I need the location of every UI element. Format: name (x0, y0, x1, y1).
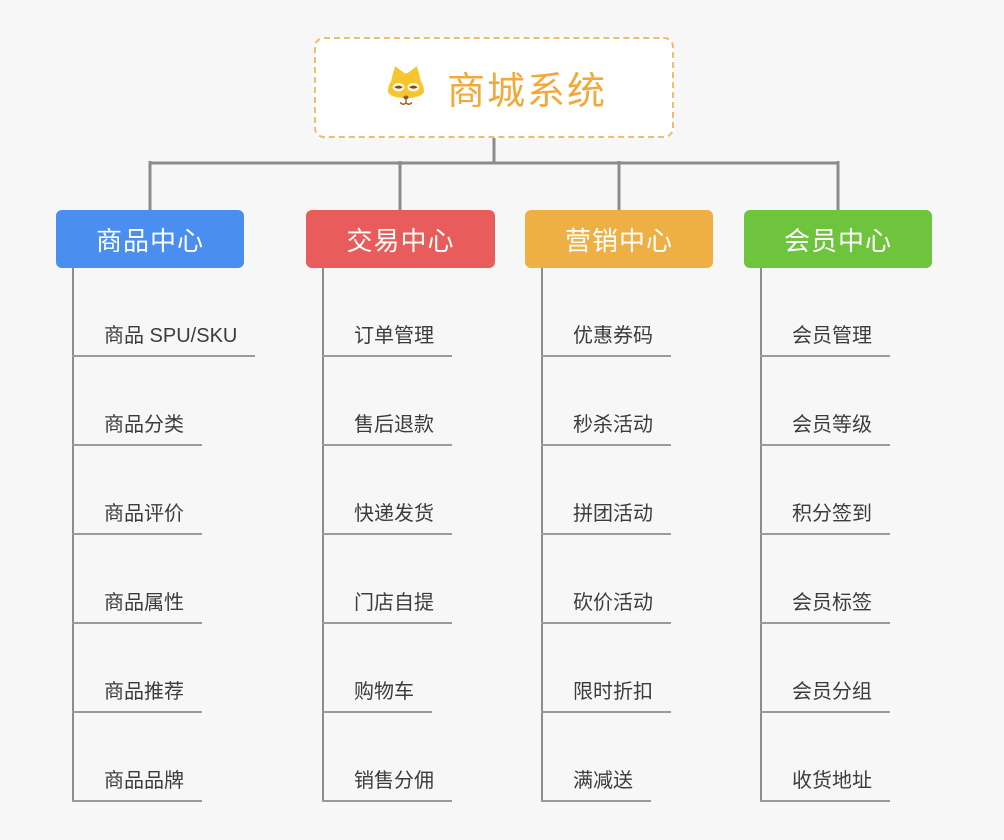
leaf-label: 门店自提 (322, 586, 452, 624)
leaf-node[interactable]: 砍价活动 (541, 535, 713, 624)
leaf-node[interactable]: 订单管理 (322, 268, 495, 357)
branch-label: 营销中心 (564, 225, 673, 256)
leaf-node[interactable]: 购物车 (322, 624, 495, 713)
leaf-label: 订单管理 (322, 319, 452, 357)
leaf-list: 会员管理 会员等级 积分签到 会员标签 会员分组 收货地址 (760, 268, 932, 802)
leaf-label: 限时折扣 (541, 675, 671, 713)
root-title: 商城系统 (446, 71, 607, 113)
leaf-node[interactable]: 快递发货 (322, 446, 495, 535)
leaf-node[interactable]: 售后退款 (322, 357, 495, 446)
branch-label: 交易中心 (346, 225, 455, 256)
leaf-label: 商品属性 (72, 586, 202, 624)
leaf-label: 商品评价 (72, 497, 202, 535)
shiba-dog-icon (381, 63, 431, 113)
branch-label: 商品中心 (95, 225, 204, 256)
leaf-node[interactable]: 优惠券码 (541, 268, 713, 357)
leaf-node[interactable]: 会员标签 (760, 535, 932, 624)
leaf-node[interactable]: 会员等级 (760, 357, 932, 446)
leaf-label: 收货地址 (760, 764, 890, 802)
leaf-label: 会员等级 (760, 408, 890, 446)
leaf-node[interactable]: 限时折扣 (541, 624, 713, 713)
leaf-label: 售后退款 (322, 408, 452, 446)
leaf-node[interactable]: 商品属性 (72, 535, 244, 624)
leaf-node[interactable]: 门店自提 (322, 535, 495, 624)
leaf-node[interactable]: 商品品牌 (72, 713, 244, 802)
leaf-label: 会员标签 (760, 586, 890, 624)
leaf-node[interactable]: 销售分佣 (322, 713, 495, 802)
leaf-label: 秒杀活动 (541, 408, 671, 446)
leaf-node[interactable]: 商品 SPU/SKU (72, 268, 256, 357)
leaf-label: 快递发货 (322, 497, 452, 535)
leaf-node[interactable]: 会员管理 (760, 268, 932, 357)
leaf-label: 砍价活动 (541, 586, 671, 624)
leaf-label: 会员分组 (760, 675, 890, 713)
leaf-label: 商品 SPU/SKU (72, 319, 256, 357)
branch-node[interactable]: 交易中心 (306, 210, 495, 268)
branch-node[interactable]: 会员中心 (744, 210, 932, 268)
leaf-label: 销售分佣 (322, 764, 452, 802)
branch-column: 会员中心 会员管理 会员等级 积分签到 会员标签 会员分组 收货地址 (744, 210, 932, 802)
leaf-list: 优惠券码 秒杀活动 拼团活动 砍价活动 限时折扣 满减送 (541, 268, 713, 802)
leaf-label: 拼团活动 (541, 497, 671, 535)
leaf-label: 会员管理 (760, 319, 890, 357)
leaf-node[interactable]: 满减送 (541, 713, 713, 802)
leaf-label: 优惠券码 (541, 319, 671, 357)
branch-trunk-line (322, 268, 324, 802)
branch-trunk-line (760, 268, 762, 802)
branch-column: 营销中心 优惠券码 秒杀活动 拼团活动 砍价活动 限时折扣 满减送 (525, 210, 713, 802)
leaf-label: 满减送 (541, 764, 651, 802)
leaf-list: 订单管理 售后退款 快递发货 门店自提 购物车 销售分佣 (322, 268, 495, 802)
leaf-node[interactable]: 商品评价 (72, 446, 244, 535)
leaf-label: 商品品牌 (72, 764, 202, 802)
branch-label: 会员中心 (783, 225, 892, 256)
leaf-node[interactable]: 秒杀活动 (541, 357, 713, 446)
branch-trunk-line (541, 268, 543, 802)
leaf-node[interactable]: 积分签到 (760, 446, 932, 535)
branch-node[interactable]: 商品中心 (56, 210, 244, 268)
branch-column: 交易中心 订单管理 售后退款 快递发货 门店自提 购物车 销售分佣 (306, 210, 495, 802)
leaf-node[interactable]: 商品推荐 (72, 624, 244, 713)
leaf-label: 购物车 (322, 675, 432, 713)
leaf-label: 商品分类 (72, 408, 202, 446)
branch-node[interactable]: 营销中心 (525, 210, 713, 268)
leaf-label: 积分签到 (760, 497, 890, 535)
leaf-list: 商品 SPU/SKU 商品分类 商品评价 商品属性 商品推荐 商品品牌 (72, 268, 256, 802)
branch-trunk-line (72, 268, 74, 802)
leaf-node[interactable]: 收货地址 (760, 713, 932, 802)
leaf-node[interactable]: 会员分组 (760, 624, 932, 713)
leaf-node[interactable]: 商品分类 (72, 357, 244, 446)
root-node[interactable]: 商城系统 (314, 37, 674, 138)
leaf-label: 商品推荐 (72, 675, 202, 713)
branch-column: 商品中心 商品 SPU/SKU 商品分类 商品评价 商品属性 商品推荐 商品品牌 (56, 210, 256, 802)
leaf-node[interactable]: 拼团活动 (541, 446, 713, 535)
